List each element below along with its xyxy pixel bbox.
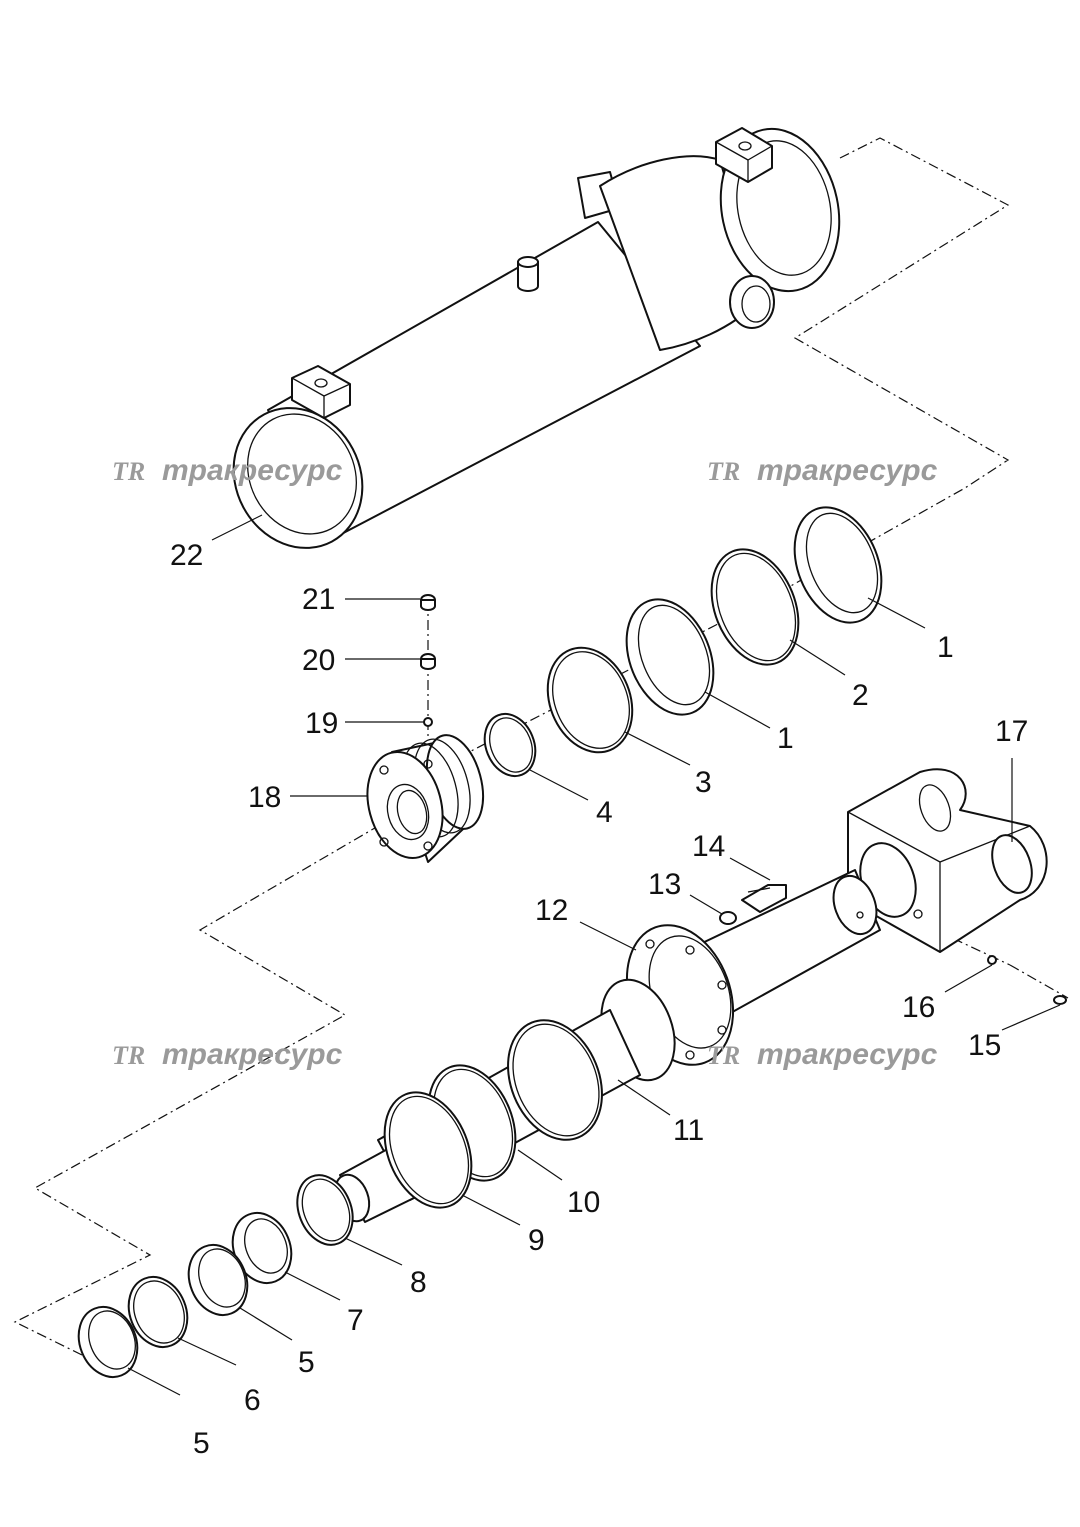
- svg-text:тракресурс: тракресурс: [162, 454, 343, 487]
- seal-rings-upper: [483, 506, 883, 778]
- svg-text:TR: TR: [707, 1041, 740, 1070]
- watermark-top-left: TR тракресурс: [112, 454, 343, 487]
- callout-9: 9: [528, 1224, 545, 1257]
- leader-lines: [127, 514, 1061, 1396]
- callout-8: 8: [410, 1266, 427, 1299]
- svg-text:тракресурс: тракресурс: [162, 1038, 343, 1071]
- callout-12: 12: [535, 894, 568, 927]
- plugs-19-21: [420, 594, 436, 727]
- callout-5-lower: 5: [193, 1427, 210, 1460]
- callout-20: 20: [302, 644, 335, 677]
- piston-18: [366, 734, 485, 863]
- callout-1-upper: 1: [937, 631, 954, 664]
- callout-4: 4: [596, 796, 613, 829]
- callout-5-upper: 5: [298, 1346, 315, 1379]
- svg-text:тракресурс: тракресурс: [757, 1038, 938, 1071]
- callout-11: 11: [673, 1114, 704, 1147]
- callout-18: 18: [248, 781, 281, 814]
- callout-7: 7: [347, 1304, 364, 1337]
- callout-16: 16: [902, 991, 935, 1024]
- seal-rings-lower: [77, 1019, 603, 1378]
- svg-text:TR: TR: [112, 1041, 145, 1070]
- watermark-bottom-left: TR тракресурс: [112, 1038, 343, 1071]
- callout-2: 2: [852, 679, 869, 712]
- callout-21: 21: [302, 583, 335, 616]
- callout-6: 6: [244, 1384, 261, 1417]
- svg-text:TR: TR: [707, 457, 740, 486]
- callout-13: 13: [648, 868, 681, 901]
- callout-labels: 22 21 20 19 18 1 2 1 3 4 17 14 13 12 16 …: [170, 539, 1028, 1460]
- callout-17: 17: [995, 715, 1028, 748]
- callout-3: 3: [695, 766, 712, 799]
- watermark-top-right: TR тракресурс: [707, 454, 938, 487]
- callout-1-lower: 1: [777, 722, 794, 755]
- callout-19: 19: [305, 707, 338, 740]
- cylinder-barrel-22: [232, 127, 841, 549]
- callout-15: 15: [968, 1029, 1001, 1062]
- callout-10: 10: [567, 1186, 600, 1219]
- svg-text:TR: TR: [112, 457, 145, 486]
- watermark-bottom-right: TR тракресурс: [707, 1038, 938, 1071]
- callout-22: 22: [170, 539, 203, 572]
- svg-text:тракресурс: тракресурс: [757, 454, 938, 487]
- callout-14: 14: [692, 830, 725, 863]
